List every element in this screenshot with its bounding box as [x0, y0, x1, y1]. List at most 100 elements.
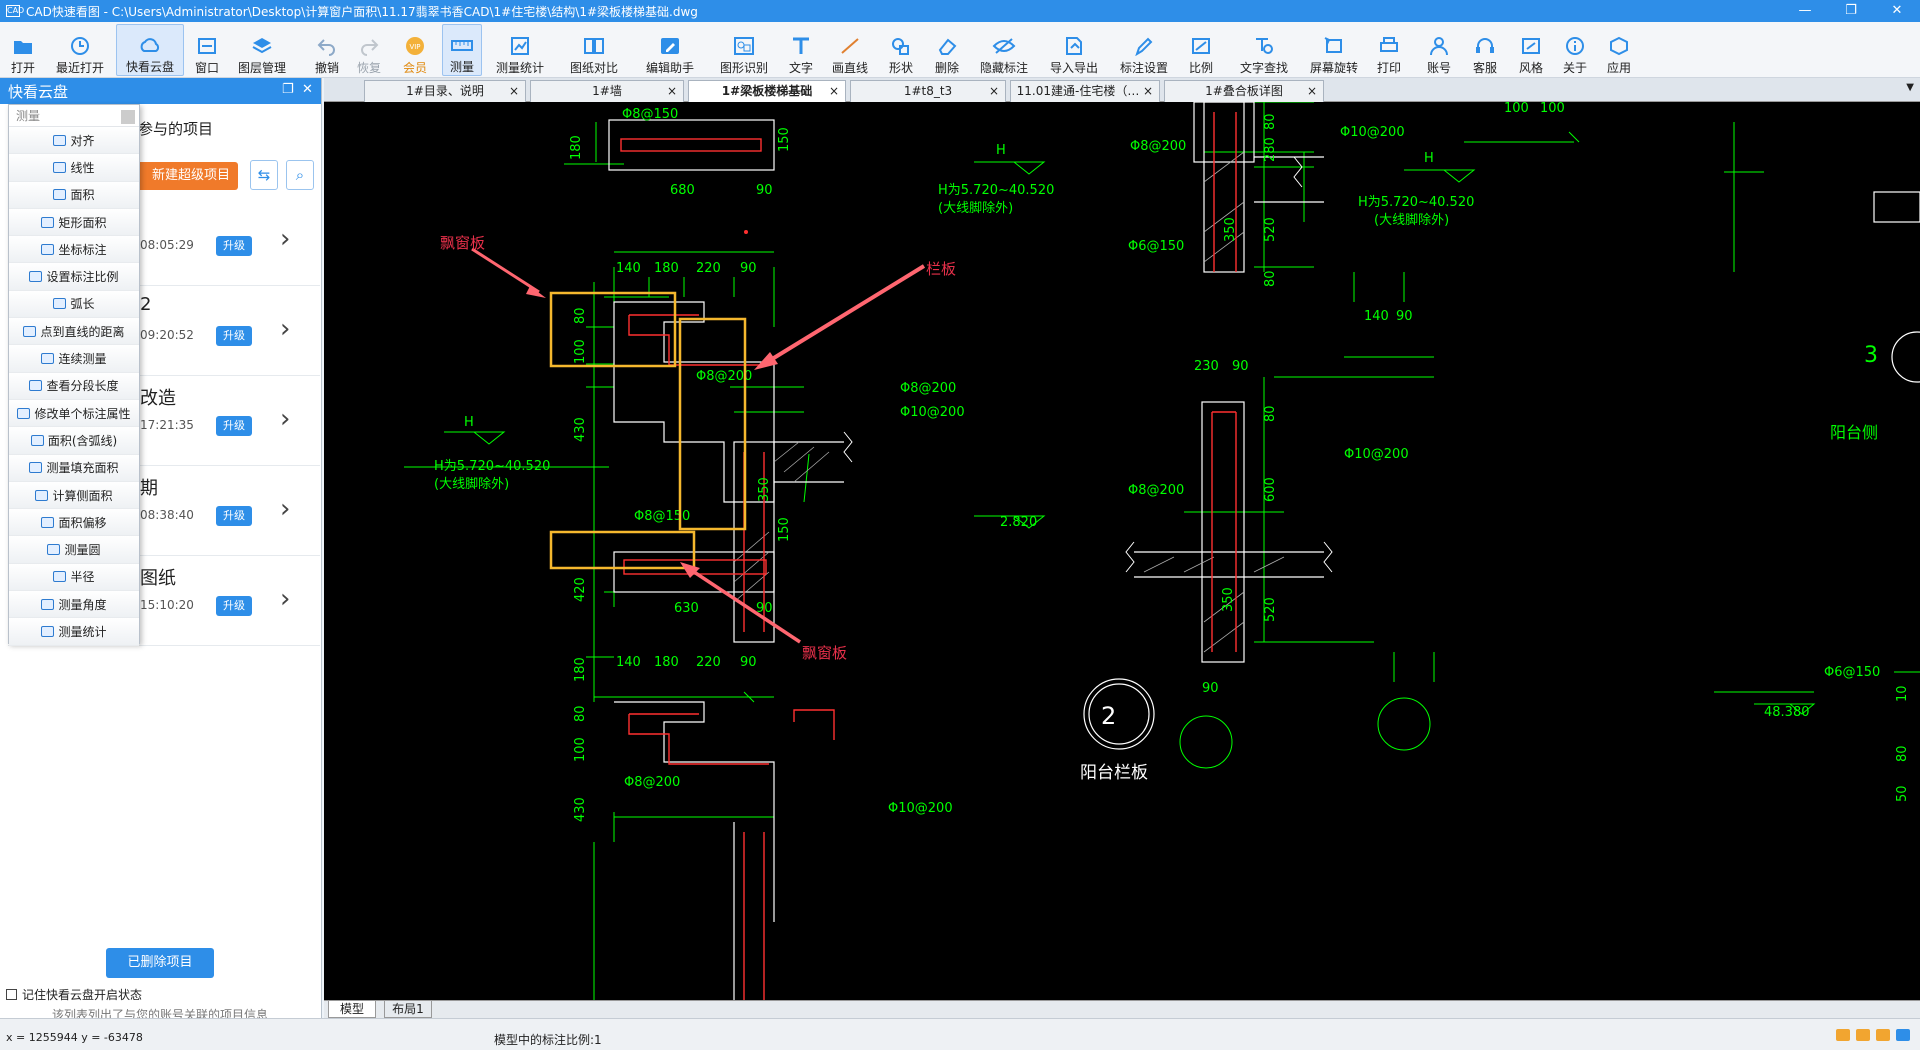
tab-close-icon[interactable]: × [1306, 84, 1317, 98]
list-item[interactable]: 期 08:38:40 升级 › [8, 468, 320, 556]
recent-button[interactable]: 最近打开 [50, 24, 110, 76]
eye-slash-icon [992, 38, 1016, 54]
restore-icon[interactable]: ❐ [1845, 3, 1857, 18]
tab-doc-6[interactable]: 1#叠合板详图× [1164, 80, 1324, 102]
shape-button[interactable]: 形状 [886, 24, 916, 76]
tab-doc-2[interactable]: 1#墙× [530, 80, 684, 102]
redo-button[interactable]: 恢复 [352, 24, 386, 76]
upgrade-button[interactable]: 升级 [216, 596, 252, 616]
menu-close-icon[interactable] [121, 110, 135, 124]
tab-doc-5[interactable]: 11.01建通-住宅楼（…× [1010, 80, 1160, 102]
panel-float-icon[interactable]: ❐ [282, 82, 294, 97]
project-name: 改造 [140, 388, 176, 409]
close-icon[interactable]: ✕ [1891, 3, 1903, 18]
list-item[interactable]: 图纸 15:10:20 升级 › [8, 558, 320, 646]
panel-close-icon[interactable]: ✕ [302, 82, 313, 97]
rebar-dot [744, 230, 748, 234]
tab-close-icon[interactable]: × [1142, 84, 1153, 98]
style-button[interactable]: 风格 [1516, 24, 1546, 76]
measure-button[interactable]: 测量 [442, 24, 482, 76]
rotate-screen-button[interactable]: 屏幕旋转 [1306, 24, 1362, 76]
upgrade-button[interactable]: 升级 [216, 326, 252, 346]
import-export-button[interactable]: 导入导出 [1046, 24, 1102, 76]
about-button[interactable]: 关于 [1560, 24, 1590, 76]
measure-area[interactable]: 面积 [9, 181, 139, 209]
member-button[interactable]: VIP 会员 [398, 24, 432, 76]
measure-align[interactable]: 对齐 [9, 127, 139, 155]
edit-helper-button[interactable]: 编辑助手 [642, 24, 698, 76]
tab-close-icon[interactable]: × [828, 84, 839, 98]
chevron-right-icon[interactable]: › [280, 494, 291, 524]
measure-point-line[interactable]: 点到直线的距离 [9, 318, 139, 346]
window-button[interactable]: 窗口 [190, 24, 224, 76]
chevron-right-icon[interactable]: › [280, 404, 291, 434]
sync-icon[interactable]: ⇆ [250, 160, 278, 190]
measure-fill-area[interactable]: 测量填充面积 [9, 454, 139, 482]
shape-recognize-button[interactable]: 图形识别 [716, 24, 772, 76]
layers-button[interactable]: 图层管理 [232, 24, 292, 76]
dim-label: Φ10@200 [888, 801, 953, 816]
measure-side-area[interactable]: 计算侧面积 [9, 481, 139, 510]
compare-button[interactable]: 图纸对比 [566, 24, 622, 76]
measure-area-offset[interactable]: 面积偏移 [9, 509, 139, 537]
status-toggle-icon[interactable] [1876, 1029, 1890, 1041]
upgrade-button[interactable]: 升级 [216, 416, 252, 436]
list-item[interactable]: 08:05:29 升级 › [8, 198, 320, 286]
status-toggle-icon[interactable] [1856, 1029, 1870, 1041]
measure-set-scale[interactable]: 设置标注比例 [9, 263, 139, 291]
tab-doc-1[interactable]: 1#目录、说明× [364, 80, 526, 102]
tab-doc-4[interactable]: 1#t8_t3× [850, 80, 1006, 102]
apps-button[interactable]: 应用 [1604, 24, 1634, 76]
measure-radius[interactable]: 半径 [9, 563, 139, 592]
list-item[interactable]: 改造 17:21:35 升级 › [8, 378, 320, 466]
chevron-right-icon[interactable]: › [280, 314, 291, 344]
list-item[interactable]: 2 09:20:52 升级 › [8, 288, 320, 376]
chevron-right-icon[interactable]: › [280, 584, 291, 614]
tab-close-icon[interactable]: × [988, 84, 999, 98]
tab-close-icon[interactable]: × [508, 84, 519, 98]
hide-marks-button[interactable]: 隐藏标注 [976, 24, 1032, 76]
new-project-button[interactable]: 新建超级项目 [136, 162, 238, 190]
measure-stats-button[interactable]: 测量统计 [492, 24, 548, 76]
upgrade-button[interactable]: 升级 [216, 506, 252, 526]
service-button[interactable]: 客服 [1470, 24, 1500, 76]
tab-close-icon[interactable]: × [666, 84, 677, 98]
ratio-button[interactable]: 比例 [1186, 24, 1216, 76]
dim-label: 180 [654, 655, 679, 670]
tab-doc-3[interactable]: 1#梁板楼梯基础× [688, 80, 846, 102]
upgrade-button[interactable]: 升级 [216, 236, 252, 256]
measure-statistics[interactable]: 测量统计 [9, 618, 139, 646]
text-button[interactable]: 文字 [786, 24, 816, 76]
status-toggle-icon[interactable] [1836, 1029, 1850, 1041]
remember-state-checkbox[interactable]: 记住快看云盘开启状态 [6, 986, 142, 1003]
deleted-projects-button[interactable]: 已删除项目 [106, 948, 214, 978]
undo-button[interactable]: 撤销 [310, 24, 344, 76]
cad-canvas[interactable]: Φ8@150 180 150 680 90 140 180 220 90 80 … [324, 101, 1920, 1000]
measure-arc-length[interactable]: 弧长 [9, 290, 139, 319]
measure-linear[interactable]: 线性 [9, 154, 139, 182]
measure-edit-mark[interactable]: 修改单个标注属性 [9, 399, 139, 428]
search-icon[interactable]: ⌕ [286, 160, 314, 190]
measure-rect-area[interactable]: 矩形面积 [9, 208, 139, 237]
measure-coordinate[interactable]: 坐标标注 [9, 236, 139, 264]
cloud-button[interactable]: 快看云盘 [116, 24, 184, 76]
measure-area-arc[interactable]: 面积(含弧线) [9, 427, 139, 455]
measure-angle[interactable]: 测量角度 [9, 591, 139, 619]
status-toggle-icon[interactable] [1896, 1029, 1910, 1041]
measure-circle[interactable]: 测量圆 [9, 536, 139, 564]
measure-continuous[interactable]: 连续测量 [9, 345, 139, 373]
tab-layout1[interactable]: 布局1 [384, 1001, 432, 1018]
checkbox-box[interactable] [6, 989, 17, 1000]
tabs-dropdown-icon[interactable]: ▼ [1906, 82, 1914, 93]
account-button[interactable]: 账号 [1424, 24, 1454, 76]
open-button[interactable]: 打开 [4, 24, 42, 76]
tab-model[interactable]: 模型 [328, 1001, 376, 1018]
erase-button[interactable]: 删除 [930, 24, 964, 76]
mark-settings-button[interactable]: 标注设置 [1116, 24, 1172, 76]
measure-segments[interactable]: 查看分段长度 [9, 372, 139, 400]
chevron-right-icon[interactable]: › [280, 224, 291, 254]
text-search-button[interactable]: 文字查找 [1236, 24, 1292, 76]
line-button[interactable]: 画直线 [828, 24, 872, 76]
minimize-icon[interactable]: — [1798, 3, 1812, 18]
print-button[interactable]: 打印 [1374, 24, 1404, 76]
